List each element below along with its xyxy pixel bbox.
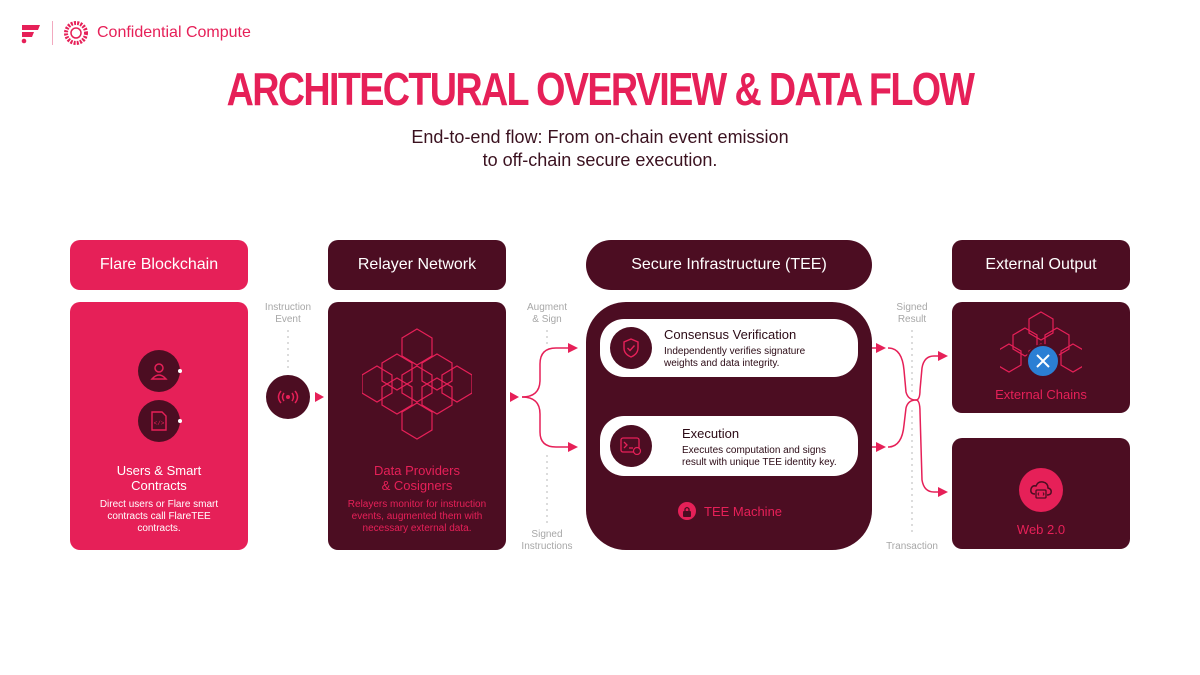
augment-sign-label: Augment & Sign <box>507 302 587 326</box>
broadcast-icon <box>277 390 299 404</box>
terminal-icon <box>620 437 642 455</box>
augment-sign-line-1: Augment <box>526 302 568 313</box>
page-title: ARCHITECTURAL OVERVIEW & DATA FLOW <box>226 63 975 115</box>
external-output-header: External Output <box>952 240 1130 290</box>
external-chains-panel: External Chains <box>952 302 1130 413</box>
flare-desc-line-1: Direct users or Flare smart <box>99 499 219 510</box>
relayer-desc-line-2: events, augmented them with <box>351 511 483 522</box>
flare-panel-description: Direct users or Flare smart contracts ca… <box>70 499 248 535</box>
consensus-verification-card: Consensus Verification Independently ver… <box>600 319 858 377</box>
flare-blockchain-header: Flare Blockchain <box>70 240 248 290</box>
xrp-icon <box>1026 344 1060 378</box>
broadcast-node <box>266 375 310 419</box>
page-subtitle: End-to-end flow: From on-chain event emi… <box>300 126 900 172</box>
signed-result-line-2: Result <box>897 314 927 325</box>
flare-desc-line-2: contracts call FlareTEE <box>107 511 211 522</box>
transaction-label: Transaction <box>886 541 938 552</box>
web2-icon-circle <box>1019 468 1063 512</box>
tee-machine-label: TEE Machine <box>704 503 783 519</box>
consensus-icon-circle <box>610 327 652 369</box>
relayer-title-line-1: Data Providers <box>374 463 460 478</box>
instruction-event-line-2: Event <box>275 314 301 325</box>
signed-instructions-line-2: Instructions <box>521 541 573 552</box>
relayer-panel: Data Providers & Cosigners Relayers moni… <box>328 302 506 550</box>
web2-panel: Web 2.0 <box>952 438 1130 549</box>
user-icon <box>150 363 168 380</box>
execution-desc-line-1: Executes computation and signs <box>682 445 826 456</box>
execution-icon-circle <box>610 425 652 467</box>
signed-instructions-label: Signed Instructions <box>507 529 587 553</box>
svg-text:</>: </> <box>154 420 165 427</box>
flare-logo-icon <box>21 25 40 44</box>
relayer-network-header: Relayer Network <box>328 240 506 290</box>
subtitle-line-2: to off-chain secure execution. <box>482 150 718 170</box>
flare-desc-line-3: contracts. <box>137 523 181 534</box>
execution-title: Execution <box>682 426 740 441</box>
cloud-code-icon <box>1030 481 1052 499</box>
user-node <box>138 350 180 392</box>
instruction-event-label: Instruction Event <box>248 302 328 326</box>
tee-panel: Consensus Verification Independently ver… <box>586 302 872 550</box>
tee-machine-badge: TEE Machine <box>678 502 782 520</box>
execution-description: Executes computation and signs result wi… <box>682 445 837 469</box>
relayer-panel-description: Relayers monitor for instruction events,… <box>328 499 506 535</box>
flare-title-line-1: Users & Smart <box>116 463 202 478</box>
external-chains-label: External Chains <box>995 387 1087 402</box>
consensus-description: Independently verifies signature weights… <box>664 346 805 370</box>
signed-result-label: Signed Result <box>872 302 952 326</box>
shield-check-icon <box>623 338 639 358</box>
signed-instructions-line-1: Signed <box>531 529 563 540</box>
web2-label: Web 2.0 <box>1016 522 1066 537</box>
contract-node: </> <box>138 400 180 442</box>
flare-panel: </> Users & Smart Contracts Direct users… <box>70 302 248 550</box>
consensus-desc-line-1: Independently verifies signature <box>664 346 806 357</box>
relayer-desc-line-3: necessary external data. <box>362 523 472 534</box>
instruction-event-line-1: Instruction <box>264 302 312 313</box>
header-bar: Confidential Compute <box>20 16 251 50</box>
execution-card: Execution Executes computation and signs… <box>600 416 858 476</box>
consensus-title: Consensus Verification <box>664 327 797 342</box>
contract-node-port <box>178 419 182 423</box>
subtitle-line-1: End-to-end flow: From on-chain event emi… <box>411 127 789 147</box>
augment-sign-line-2: & Sign <box>532 314 562 325</box>
brand-name: Confidential Compute <box>97 24 251 41</box>
lock-icon <box>683 506 691 517</box>
confidential-compute-logo-icon <box>64 21 88 45</box>
relayer-desc-line-1: Relayers monitor for instruction <box>347 499 487 510</box>
lock-icon-circle <box>678 502 696 520</box>
signed-result-line-1: Signed <box>896 302 928 313</box>
user-node-port <box>178 369 182 373</box>
execution-desc-line-2: result with unique TEE identity key. <box>682 457 837 468</box>
code-file-icon: </> <box>151 411 167 431</box>
flare-title-line-2: Contracts <box>131 478 187 493</box>
consensus-desc-line-2: weights and data integrity. <box>664 358 780 369</box>
relayer-title-line-2: & Cosigners <box>381 478 453 493</box>
relayer-panel-title: Data Providers & Cosigners <box>328 463 506 493</box>
header-divider <box>52 21 53 45</box>
hexagon-network-icon <box>362 328 472 440</box>
flare-panel-title: Users & Smart Contracts <box>70 463 248 493</box>
secure-infrastructure-header: Secure Infrastructure (TEE) <box>586 240 872 290</box>
